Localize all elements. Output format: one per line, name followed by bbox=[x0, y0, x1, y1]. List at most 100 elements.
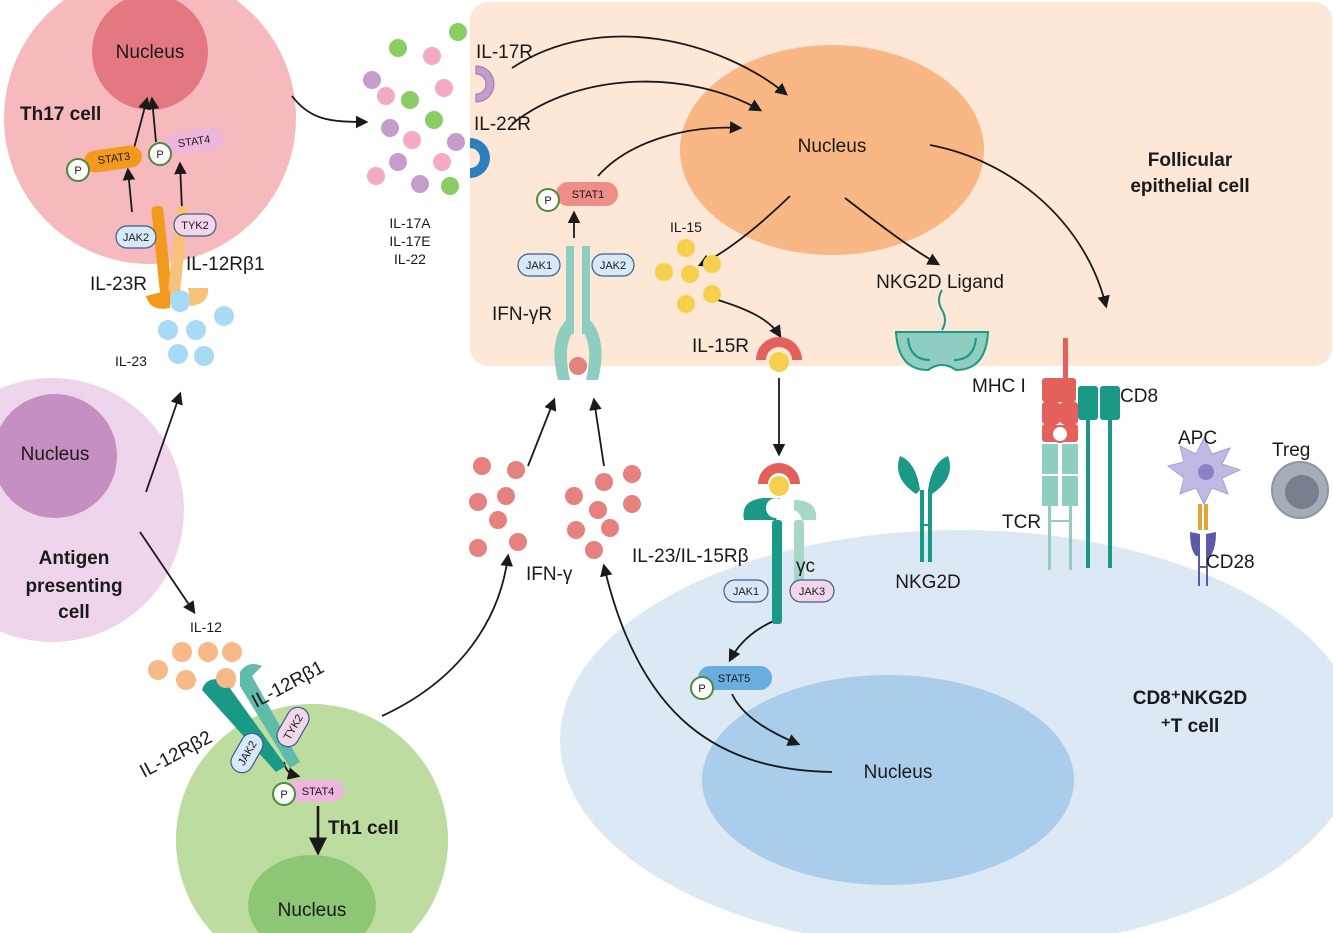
th17-tyk2-badge: TYK2 bbox=[173, 213, 217, 237]
arrow-th17-to-cytokines bbox=[291, 95, 369, 129]
follicular-label-line2: epithelial cell bbox=[1130, 176, 1249, 197]
tcell-il15-receptor-complex bbox=[743, 463, 817, 624]
nkg2d-receptor bbox=[898, 456, 950, 562]
arrow-jak2-to-stat3 bbox=[122, 167, 136, 213]
arrow-il22r-to-nucleus bbox=[511, 80, 763, 125]
il23-label: IL-23 bbox=[115, 353, 147, 369]
th17-nucleus-label: Nucleus bbox=[116, 42, 185, 63]
arrow-il15-to-il15r bbox=[717, 299, 782, 339]
cd8-coreceptor bbox=[1078, 386, 1120, 568]
svg-text:JAK1: JAK1 bbox=[526, 260, 552, 272]
th17-cell-label: Th17 cell bbox=[20, 104, 101, 125]
treg-label: Treg bbox=[1272, 440, 1310, 461]
il17e-label: IL-17E bbox=[389, 233, 430, 249]
svg-text:P: P bbox=[544, 195, 551, 207]
th17-stat4: STAT4 P bbox=[148, 127, 224, 166]
svg-text:P: P bbox=[156, 149, 163, 161]
nkg2d-ligand-receptor bbox=[894, 289, 990, 372]
arrow-stat4-to-nucleus-th17 bbox=[146, 96, 160, 143]
il15-cytokine-dots bbox=[655, 239, 721, 313]
apc-nucleus-label: Nucleus bbox=[21, 444, 90, 465]
tcell-nucleus-label: Nucleus bbox=[864, 762, 933, 783]
stat1: STAT1 P bbox=[536, 182, 618, 212]
mhc1-label: MHC I bbox=[972, 376, 1026, 397]
nkg2d-label: NKG2D bbox=[895, 572, 960, 593]
arrow-ifng-to-ifngr-left bbox=[527, 397, 557, 467]
svg-text:JAK1: JAK1 bbox=[733, 586, 759, 598]
svg-text:STAT4: STAT4 bbox=[177, 134, 211, 150]
tcell-jak3-badge: JAK3 bbox=[789, 579, 835, 603]
arrow-tcell-nucleus-to-ifng bbox=[600, 563, 833, 773]
cd28-label: CD28 bbox=[1206, 552, 1255, 573]
th1-jak2-badge: JAK2 bbox=[230, 732, 264, 774]
il17-il22-cytokine-cluster bbox=[363, 23, 467, 195]
ifng-cytokine-dots bbox=[469, 457, 641, 559]
apc-nucleus bbox=[0, 394, 117, 518]
apc-small-label: APC bbox=[1178, 428, 1217, 449]
svg-text:STAT4: STAT4 bbox=[302, 786, 335, 798]
epithelial-nucleus bbox=[680, 45, 984, 255]
svg-text:JAK2: JAK2 bbox=[600, 260, 626, 272]
th1-nucleus bbox=[248, 855, 376, 933]
nkg2d-ligand-label: NKG2D Ligand bbox=[876, 272, 1004, 293]
arrow-stat1-to-nucleus bbox=[597, 121, 743, 177]
ifngr-label: IFN-γR bbox=[492, 304, 552, 325]
il23r-label: IL-23R bbox=[90, 274, 147, 295]
il12rb1-label-th17: IL-12Rβ1 bbox=[186, 254, 265, 275]
stat5: STAT5 P bbox=[690, 666, 772, 700]
svg-text:TYK2: TYK2 bbox=[181, 220, 209, 232]
apc-label-line1: Antigen bbox=[39, 548, 110, 569]
cd8-tcell-label-line2: ⁺T cell bbox=[1161, 716, 1220, 737]
arrow-tyk2-to-stat4 bbox=[174, 161, 187, 211]
il15-label: IL-15 bbox=[670, 219, 702, 235]
cd8-label: CD8 bbox=[1120, 386, 1158, 407]
il17a-label: IL-17A bbox=[389, 215, 431, 231]
epithelial-nucleus-label: Nucleus bbox=[798, 136, 867, 157]
arrow-th1-to-ifng bbox=[381, 553, 513, 717]
il23-il15rb-label: IL-23/IL-15Rβ bbox=[632, 546, 749, 567]
th1-cell-label: Th1 cell bbox=[328, 818, 399, 839]
il22-cytokine-label: IL-22 bbox=[394, 251, 426, 267]
arrow-ifng-to-ifngr-right bbox=[589, 397, 605, 467]
arrow-stat3-to-nucleus-th17 bbox=[132, 96, 151, 153]
ifng-label: IFN-γ bbox=[526, 564, 573, 585]
apc-label-line2: presenting bbox=[25, 576, 122, 597]
il15r-label: IL-15R bbox=[692, 336, 749, 357]
arrow-nucleus-to-nkg2d-ligand bbox=[844, 197, 941, 266]
il15r-receptor bbox=[756, 337, 802, 372]
th1-nucleus-label: Nucleus bbox=[278, 900, 347, 921]
follicular-label-line1: Follicular bbox=[1148, 150, 1233, 171]
tcell-jak1-badge: JAK1 bbox=[723, 579, 769, 603]
svg-text:P: P bbox=[698, 683, 705, 695]
th17-stat3: STAT3 P bbox=[66, 145, 142, 182]
th17-cell-body bbox=[4, 0, 296, 264]
apc-icon bbox=[1166, 436, 1242, 530]
svg-text:P: P bbox=[74, 165, 81, 177]
cd8-tcell-label-line1: CD8⁺NKG2D bbox=[1133, 688, 1248, 709]
arrow-apc-to-il23 bbox=[145, 391, 183, 493]
th1-stat4: STAT4 P bbox=[272, 780, 344, 806]
svg-text:STAT1: STAT1 bbox=[572, 189, 605, 201]
arrow-apc-to-il12 bbox=[139, 531, 196, 615]
arrow-stat5-to-nucleus bbox=[731, 693, 801, 746]
apc-label-line3: cell bbox=[58, 602, 90, 623]
arrow-il17r-to-nucleus bbox=[511, 35, 788, 96]
ifngr-jak2-badge: JAK2 bbox=[591, 253, 635, 277]
svg-text:JAK3: JAK3 bbox=[799, 586, 825, 598]
il17r-label: IL-17R bbox=[476, 42, 533, 63]
th17-jak2-badge: JAK2 bbox=[115, 225, 157, 249]
treg-icon bbox=[1271, 461, 1329, 519]
gamma-c-label: γc bbox=[796, 556, 815, 577]
svg-text:JAK2: JAK2 bbox=[123, 232, 149, 244]
svg-text:STAT5: STAT5 bbox=[718, 673, 751, 685]
arrow-nucleus-to-mhc bbox=[929, 144, 1110, 309]
arrow-stat5-activation bbox=[728, 619, 777, 663]
tcr-label: TCR bbox=[1002, 512, 1041, 533]
svg-text:P: P bbox=[280, 789, 287, 801]
ifngr-receptor bbox=[554, 246, 602, 380]
svg-text:STAT3: STAT3 bbox=[97, 151, 131, 167]
cd8-t-cell-nucleus bbox=[702, 675, 1074, 885]
th17-nucleus bbox=[92, 0, 208, 110]
il12-label: IL-12 bbox=[190, 619, 222, 635]
